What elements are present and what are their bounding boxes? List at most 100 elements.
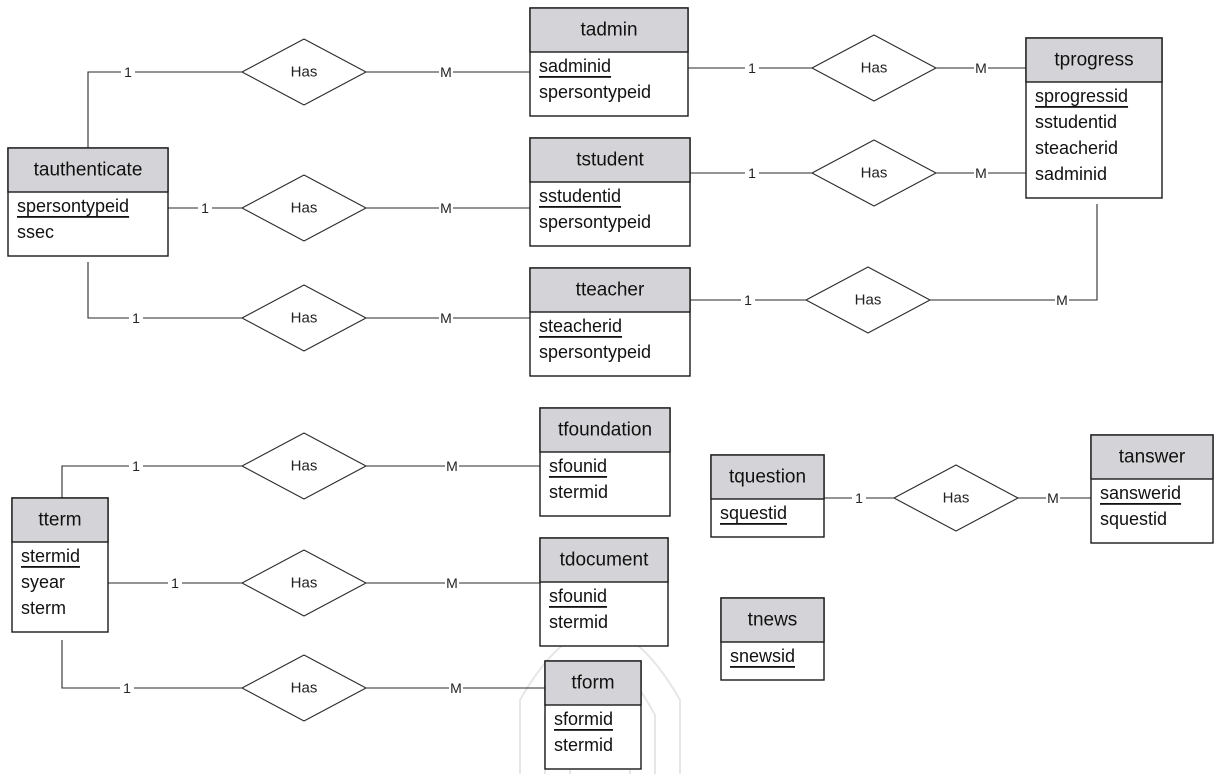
relationship-label: Has bbox=[861, 165, 888, 182]
relationship-diamond bbox=[240, 432, 368, 500]
cardinality-one: 1 bbox=[132, 310, 140, 326]
entity-attribute: sterm bbox=[21, 598, 66, 618]
entity-attribute: squestid bbox=[1100, 509, 1167, 529]
cardinality-many: M bbox=[440, 64, 452, 80]
cardinality-background bbox=[745, 164, 759, 182]
cardinality-one: 1 bbox=[132, 458, 140, 474]
entity-tnews: tnews snewsid bbox=[720, 597, 825, 681]
primary-key-attribute: squestid bbox=[720, 503, 787, 523]
cardinality-background bbox=[445, 457, 459, 475]
relationship-diamond bbox=[810, 34, 938, 102]
entity-attribute: ssec bbox=[17, 222, 54, 242]
entity-title: tanswer bbox=[1119, 447, 1186, 468]
cardinality-background bbox=[129, 309, 143, 327]
entity-header bbox=[539, 537, 669, 583]
entity-attribute: spersontypeid bbox=[539, 82, 651, 102]
entity-attribute: sstudentid bbox=[1035, 112, 1117, 132]
entity-header bbox=[720, 597, 825, 643]
entity-header bbox=[529, 137, 691, 183]
cardinality-background bbox=[168, 574, 182, 592]
cardinality-background bbox=[974, 164, 988, 182]
relationship-label: Has bbox=[291, 575, 318, 592]
entity-attribute: stermid bbox=[549, 482, 608, 502]
entity-header bbox=[7, 147, 169, 193]
entity-title: tprogress bbox=[1054, 50, 1133, 71]
cardinality-one: 1 bbox=[748, 60, 756, 76]
relationship-diamond bbox=[892, 464, 1020, 532]
cardinality-one: 1 bbox=[201, 200, 209, 216]
relationship-admin-progress: Has 1 M bbox=[745, 34, 988, 102]
primary-key-attribute: steacherid bbox=[539, 316, 622, 336]
cardinality-one: 1 bbox=[744, 292, 752, 308]
cardinality-background bbox=[439, 309, 453, 327]
cardinality-many: M bbox=[440, 200, 452, 216]
entity-title: tterm bbox=[38, 510, 81, 531]
cardinality-many: M bbox=[446, 575, 458, 591]
entity-attribute: stermid bbox=[554, 735, 613, 755]
cardinality-one: 1 bbox=[124, 64, 132, 80]
cardinality-one: 1 bbox=[123, 680, 131, 696]
connector-line bbox=[930, 204, 1098, 301]
cardinality-background bbox=[1055, 291, 1069, 309]
primary-key-attribute: sfounid bbox=[549, 586, 607, 606]
relationship-label: Has bbox=[861, 60, 888, 77]
cardinality-background bbox=[439, 63, 453, 81]
entity-title: tnews bbox=[748, 610, 798, 631]
primary-key-attribute: sanswerid bbox=[1100, 483, 1181, 503]
cardinality-background bbox=[1046, 489, 1060, 507]
cardinality-background bbox=[120, 679, 134, 697]
relationship-label: Has bbox=[855, 292, 882, 309]
cardinality-background bbox=[129, 457, 143, 475]
cardinality-background bbox=[741, 291, 755, 309]
entity-title: tauthenticate bbox=[34, 160, 143, 181]
relationship-label: Has bbox=[291, 680, 318, 697]
relationship-diamond bbox=[240, 38, 368, 106]
relationship-label: Has bbox=[291, 64, 318, 81]
primary-key-attribute: sstudentid bbox=[539, 186, 621, 206]
entity-attribute: spersontypeid bbox=[539, 212, 651, 232]
entity-header bbox=[529, 267, 691, 313]
entity-attribute: stermid bbox=[549, 612, 608, 632]
entity-title: tquestion bbox=[729, 467, 806, 488]
relationship-label: Has bbox=[291, 458, 318, 475]
entity-attribute: steacherid bbox=[1035, 138, 1118, 158]
cardinality-background bbox=[852, 489, 866, 507]
cardinality-many: M bbox=[1047, 490, 1059, 506]
relationship-term-form: Has 1 M bbox=[120, 654, 463, 722]
entity-header bbox=[529, 7, 689, 53]
primary-key-attribute: stermid bbox=[21, 546, 80, 566]
entity-header bbox=[539, 407, 671, 453]
entities-layer: tadminsadminidspersontypeidtprogressspro… bbox=[7, 7, 1214, 770]
relationship-diamond bbox=[240, 284, 368, 352]
cardinality-one: 1 bbox=[171, 575, 179, 591]
relationship-label: Has bbox=[943, 490, 970, 507]
connector-line bbox=[61, 640, 242, 689]
relationship-term-foundation: Has 1 M bbox=[129, 432, 459, 500]
cardinality-many: M bbox=[446, 458, 458, 474]
cardinality-many: M bbox=[450, 680, 462, 696]
relationship-label: Has bbox=[291, 310, 318, 327]
entity-tanswer: tanswer sanswerid squestid bbox=[1090, 434, 1214, 544]
relationship-diamond bbox=[804, 266, 932, 334]
entity-title: tfoundation bbox=[558, 420, 652, 441]
cardinality-background bbox=[198, 199, 212, 217]
primary-key-attribute: snewsid bbox=[730, 646, 795, 666]
cardinality-many: M bbox=[975, 60, 987, 76]
entity-header bbox=[544, 660, 642, 706]
entity-tquestion: tquestion squestid bbox=[710, 454, 825, 538]
cardinality-background bbox=[439, 199, 453, 217]
entity-title: tform bbox=[571, 673, 614, 694]
cardinality-background bbox=[445, 574, 459, 592]
primary-key-attribute: sfounid bbox=[549, 456, 607, 476]
cardinality-many: M bbox=[440, 310, 452, 326]
relationship-auth-admin: Has 1 M bbox=[121, 38, 453, 106]
